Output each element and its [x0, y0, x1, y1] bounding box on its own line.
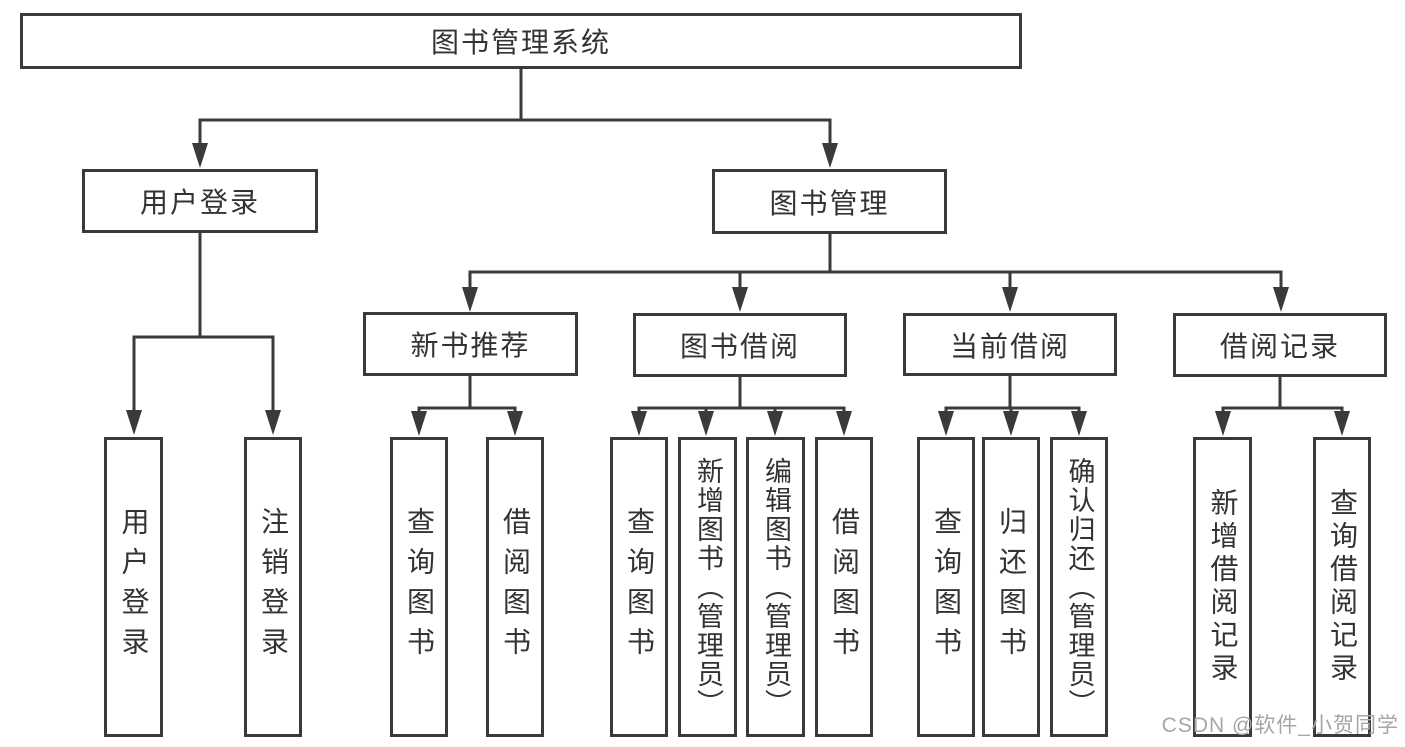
leaf-label: 查询借阅记录 [1327, 488, 1358, 686]
leaf-current-return-books: 归还图书 [982, 437, 1040, 737]
leaf-current-query-books: 查询图书 [917, 437, 975, 737]
leaf-logout: 注销登录 [244, 437, 302, 737]
node-label: 图书借阅 [679, 331, 800, 362]
csdn-watermark: CSDN @软件_小贺同学 [1161, 714, 1399, 737]
leaf-label: 查询图书 [624, 507, 655, 667]
node-label: 借阅记录 [1219, 331, 1340, 362]
leaf-borrowing-query-books: 查询图书 [610, 437, 668, 737]
node-user-login: 用户登录 [82, 169, 318, 233]
leaf-label: 借阅图书 [500, 507, 531, 667]
leaf-label: 新增图书（管理员） [693, 456, 723, 718]
node-label: 当前借阅 [949, 330, 1070, 362]
leaf-borrowing-edit-books-admin: 编辑图书（管理员） [746, 437, 805, 737]
node-label: 新书推荐 [410, 330, 531, 361]
leaf-label: 查询图书 [404, 507, 435, 667]
node-label: 图书管理 [769, 187, 890, 219]
leaf-recommend-query-books: 查询图书 [390, 437, 448, 737]
leaf-current-confirm-return-admin: 确认归还（管理员） [1050, 437, 1108, 737]
leaf-label: 新增借阅记录 [1207, 488, 1239, 686]
node-book-borrowing: 图书借阅 [633, 313, 847, 377]
node-current-borrowing: 当前借阅 [903, 313, 1117, 376]
node-label: 用户登录 [139, 187, 260, 218]
node-new-book-recommend: 新书推荐 [363, 312, 578, 376]
leaf-label: 编辑图书（管理员） [761, 456, 791, 718]
leaf-label: 归还图书 [996, 507, 1027, 667]
leaf-records-query-record: 查询借阅记录 [1313, 437, 1371, 737]
leaf-label: 确认归还（管理员） [1064, 456, 1095, 718]
leaf-records-add-record: 新增借阅记录 [1193, 437, 1252, 737]
node-library-management-system: 图书管理系统 [20, 13, 1022, 69]
leaf-borrowing-add-books-admin: 新增图书（管理员） [678, 437, 737, 737]
leaf-recommend-borrow-books: 借阅图书 [486, 437, 544, 737]
leaf-label: 注销登录 [258, 507, 289, 667]
node-label: 图书管理系统 [430, 27, 611, 58]
leaf-label: 借阅图书 [829, 507, 860, 667]
leaf-label: 查询图书 [931, 507, 962, 667]
leaf-borrowing-borrow-books: 借阅图书 [815, 437, 873, 737]
node-book-management: 图书管理 [712, 169, 947, 234]
leaf-user-login: 用户登录 [104, 437, 163, 737]
leaf-label: 用户登录 [118, 507, 150, 667]
node-borrowing-records: 借阅记录 [1173, 313, 1387, 377]
